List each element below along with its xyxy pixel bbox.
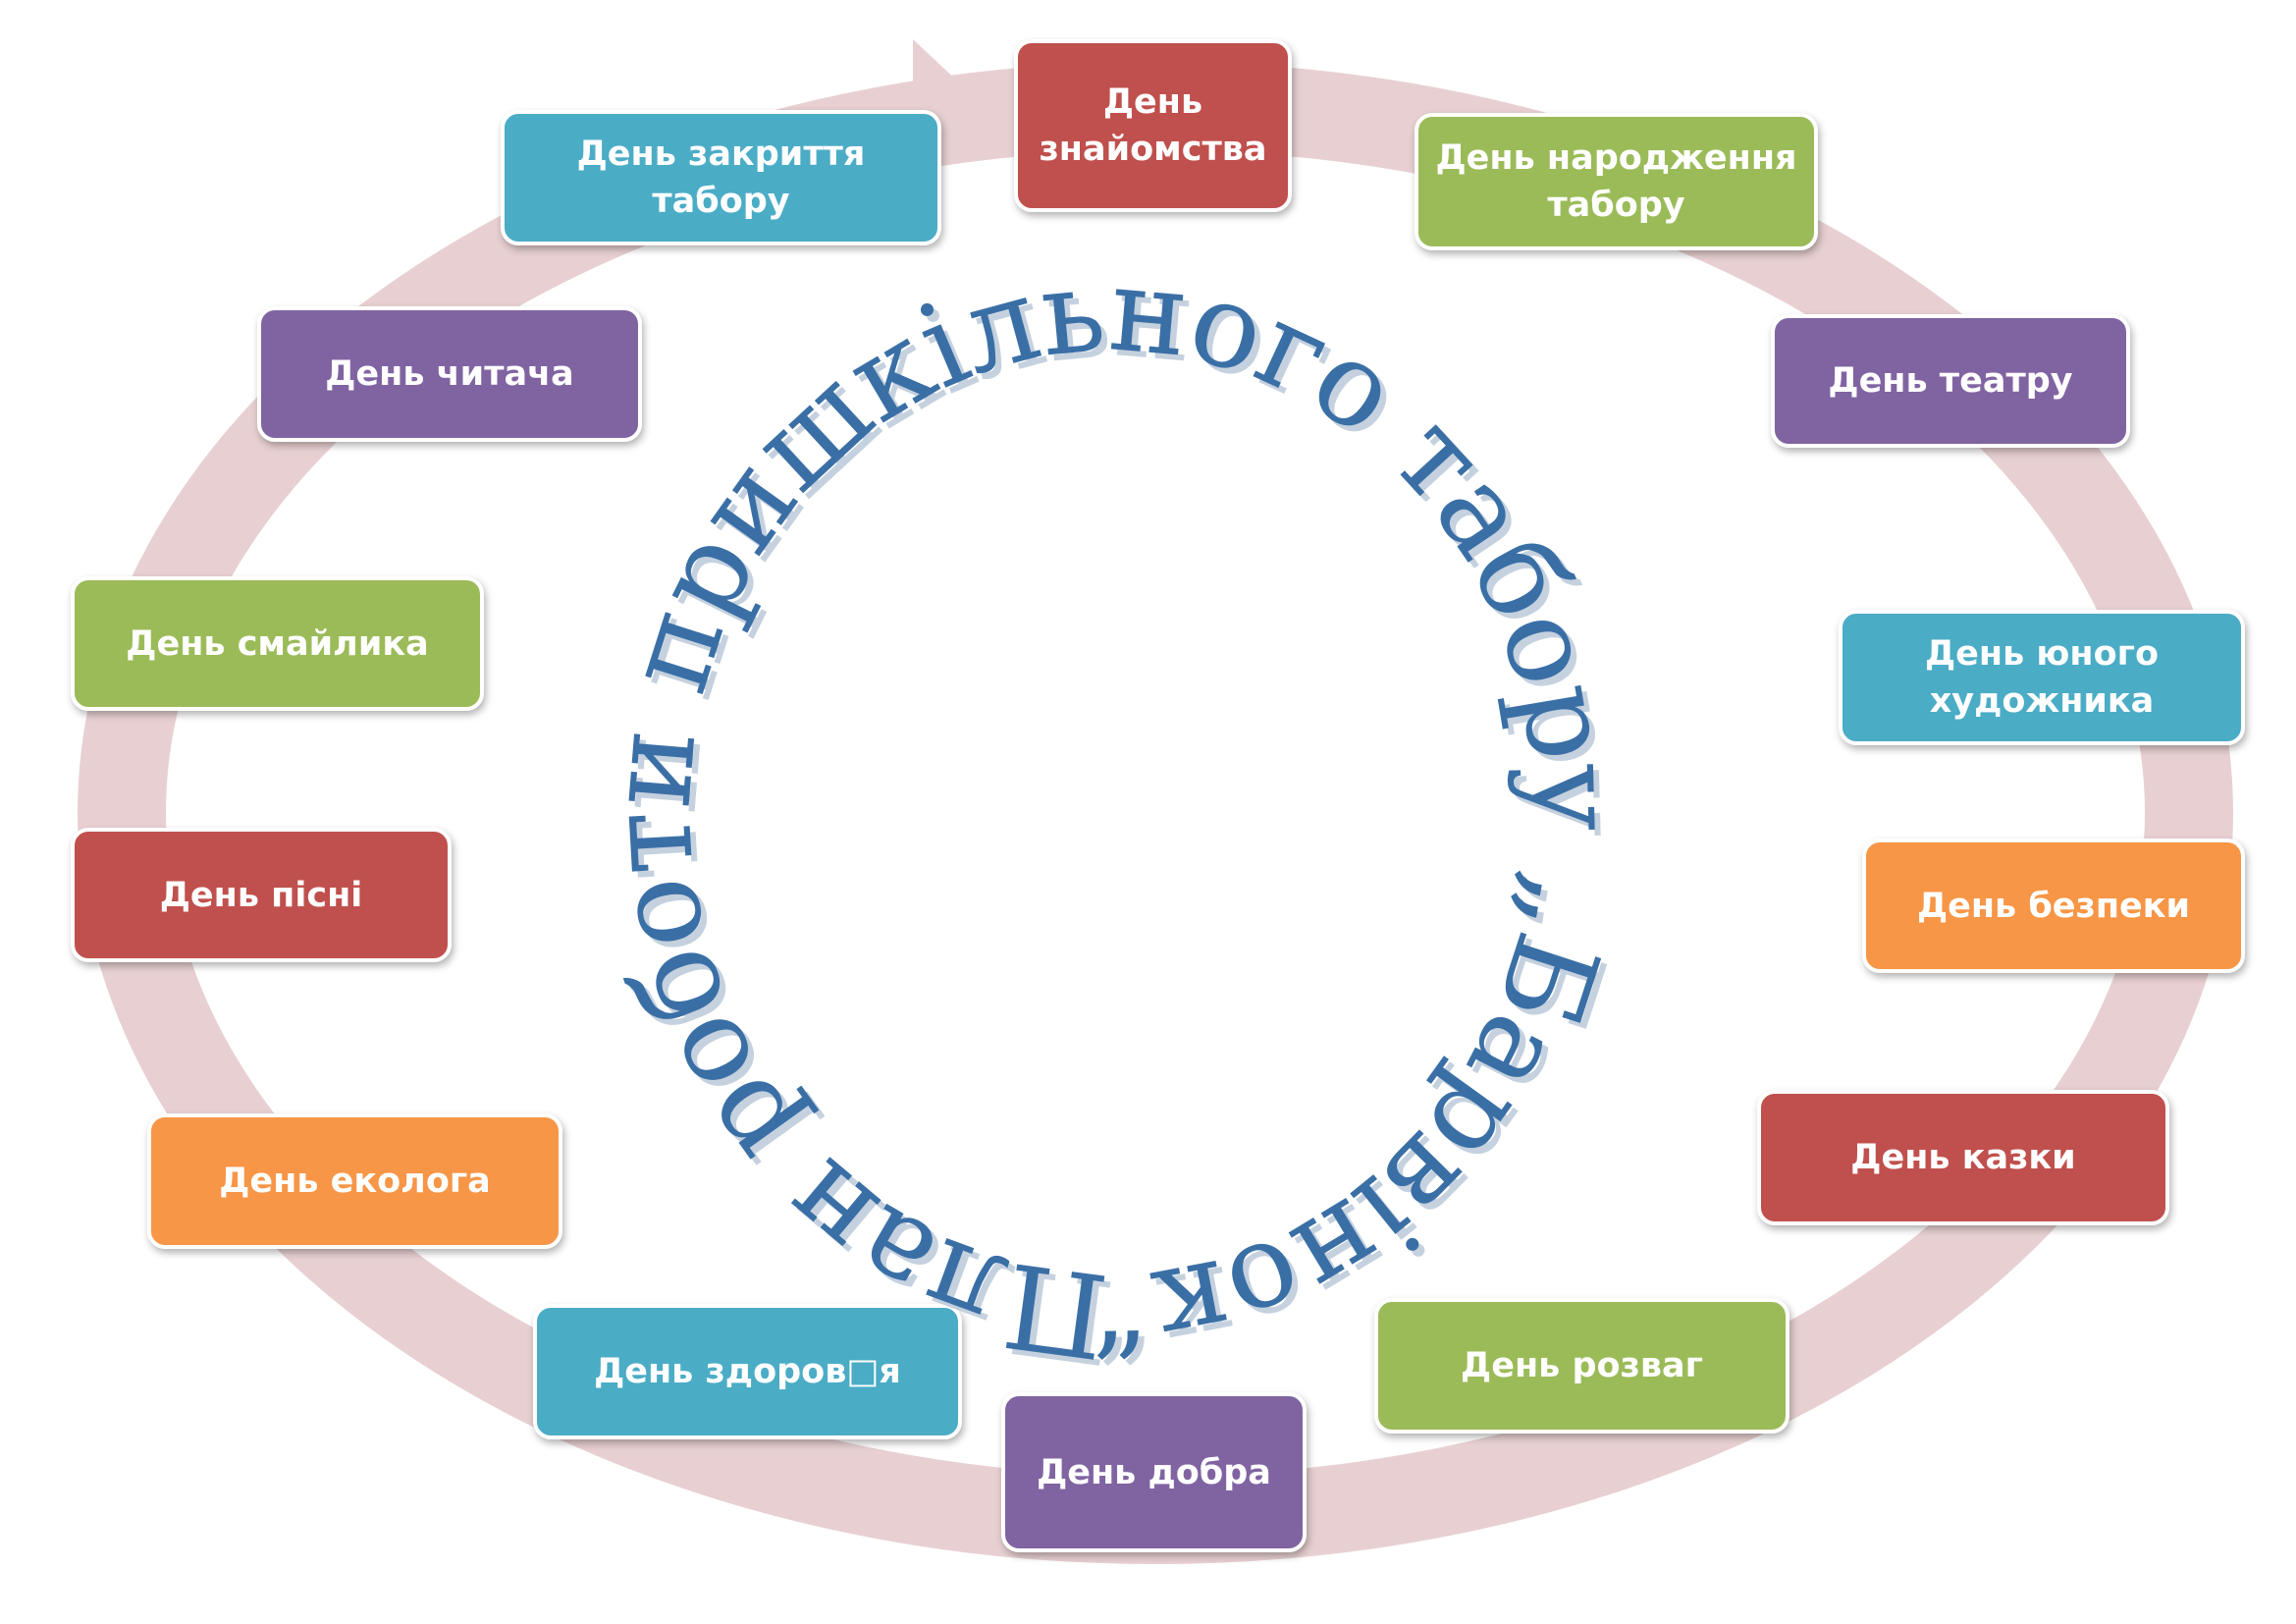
day-box-pisni: День пісні (71, 828, 452, 962)
day-box-bezpeky: День безпеки (1862, 839, 2245, 973)
day-box-ekoloha: День еколога (147, 1113, 562, 1249)
day-box-zakryttia-taboru: День закриття табору (501, 110, 941, 245)
day-box-chytacha: День читача (257, 306, 642, 442)
day-box-znaiomstva: День знайомства (1014, 39, 1292, 212)
day-box-dobra: День добра (1001, 1392, 1307, 1552)
day-box-rozvah: День розваг (1374, 1298, 1789, 1434)
day-box-smaylyka: День смайлика (71, 576, 484, 711)
day-box-yunoho-khudozhnyka: День юного художника (1839, 610, 2245, 745)
day-box-teatru: День театру (1771, 314, 2130, 448)
day-box-kazky: День казки (1757, 1090, 2169, 1225)
day-box-narodzhennia-taboru: День народження табору (1415, 113, 1818, 250)
day-box-zdorovia: День здоров□я (533, 1304, 962, 1439)
